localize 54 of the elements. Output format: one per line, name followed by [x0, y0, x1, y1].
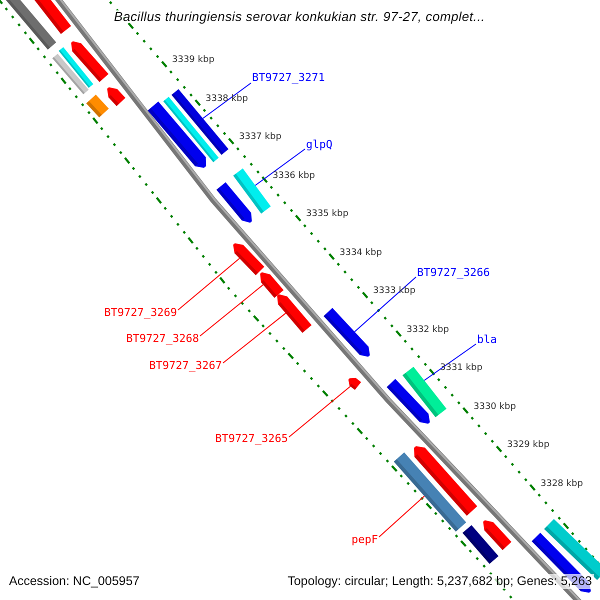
- gene-feature: [483, 520, 512, 550]
- leader-line: [378, 496, 425, 538]
- scale-label: 3329 kbp: [507, 441, 550, 450]
- gene-feature: [148, 102, 206, 168]
- gene-label: BT9727_3267: [149, 360, 222, 371]
- gene-label: BT9727_3268: [126, 333, 199, 344]
- gene-bar: [462, 525, 498, 564]
- gene-label: BT9727_3265: [215, 433, 288, 444]
- leader-line: [222, 312, 286, 364]
- scale-label: 3333 kbp: [373, 287, 416, 296]
- gene-bar: [86, 94, 109, 118]
- scale-label: 3336 kbp: [272, 172, 315, 180]
- leader-line: [288, 386, 351, 438]
- leader-line: [200, 284, 264, 336]
- gene-label: bla: [477, 334, 497, 345]
- leader-line: [254, 148, 306, 186]
- gene-label: BT9727_3269: [104, 307, 177, 318]
- gene-feature: [348, 378, 362, 390]
- scale-label: 3338 kbp: [206, 94, 248, 104]
- gene-feature: [386, 378, 430, 424]
- scale-label: 3339 kbp: [172, 56, 214, 65]
- gene-label: BT9727_3271: [252, 72, 325, 83]
- scale-label: 3337 kbp: [239, 133, 282, 142]
- scale-label: 3330 kbp: [474, 402, 516, 412]
- footer-text: Accession: NC_005957: [7, 574, 142, 588]
- gene-feature: [260, 272, 284, 298]
- scale-label: 3328 kbp: [540, 480, 583, 488]
- gene-feature: [324, 308, 370, 357]
- gene-label: BT9727_3266: [417, 267, 490, 278]
- scale-label: 3334 kbp: [340, 248, 382, 258]
- gene-bar: [4, 0, 56, 50]
- scale-label: 3331 kbp: [440, 364, 482, 373]
- gene-bar: [172, 89, 228, 155]
- gene-label: glpQ: [306, 139, 332, 150]
- gene-bar: [52, 54, 89, 94]
- leader-line: [424, 344, 476, 381]
- gene-feature: [414, 446, 478, 516]
- gene-feature: [233, 243, 264, 276]
- leader-line: [354, 276, 416, 332]
- title: Bacillus thuringiensis serovar konkukian str. 97-27, complet...: [114, 10, 486, 23]
- gene-feature: [277, 294, 312, 333]
- scale-label: 3332 kbp: [406, 326, 449, 334]
- gene-bar: [32, 0, 72, 34]
- gene-label: pepF: [352, 534, 378, 545]
- footer-text: Topology: circular; Length: 5,237,682 bp; Genes: 5,263: [286, 574, 594, 588]
- gene-bar: [233, 168, 271, 214]
- leader-line: [202, 82, 252, 119]
- gene-bar: [58, 47, 94, 88]
- leader-line: [178, 258, 240, 310]
- gene-feature: [216, 182, 252, 223]
- gene-feature: [71, 41, 108, 82]
- gene-feature: [107, 87, 126, 106]
- scale-label: 3335 kbp: [306, 210, 348, 219]
- gene-bar: [394, 452, 466, 532]
